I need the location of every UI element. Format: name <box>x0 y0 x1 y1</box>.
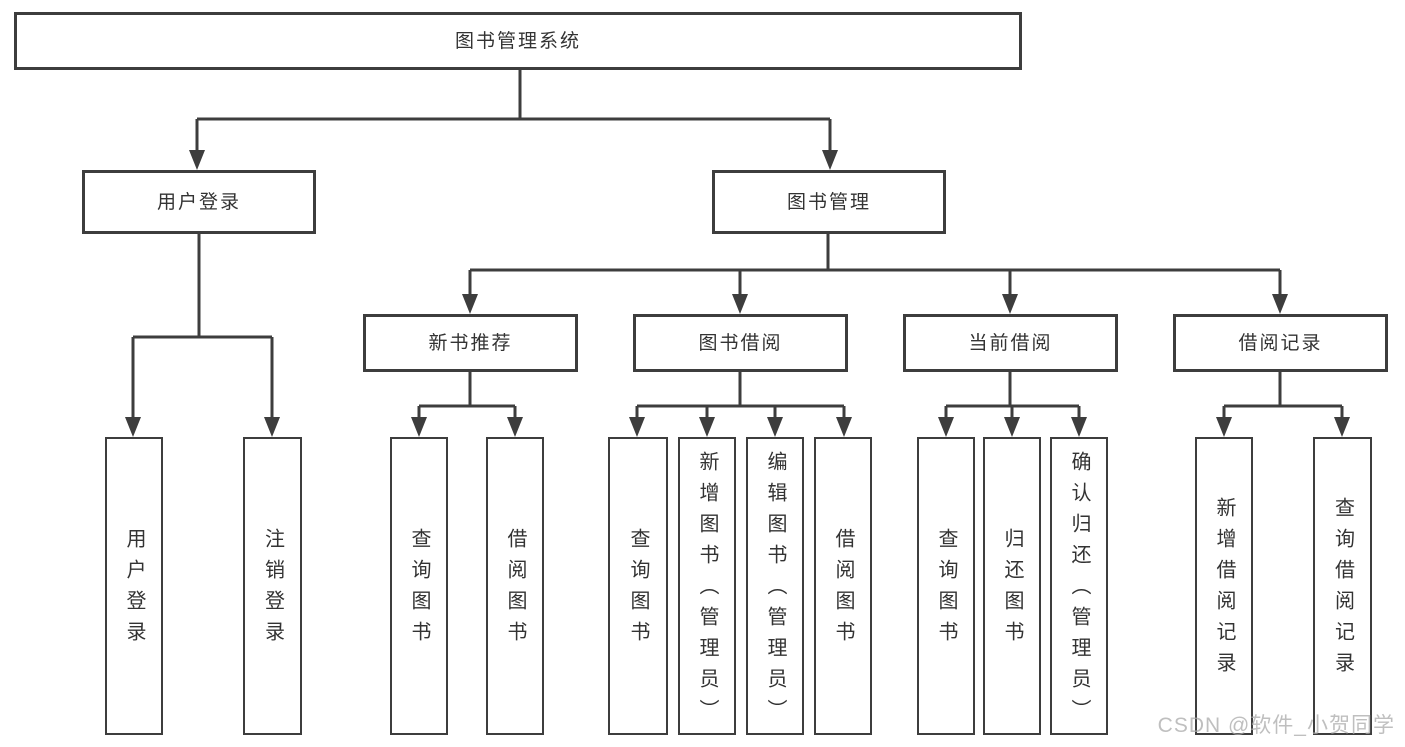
leaf-br-query-record: 查询借阅记录 <box>1313 437 1372 735</box>
leaf-bb-query-books: 查询图书 <box>608 437 668 735</box>
leaf-nbr-query-books: 查询图书 <box>390 437 448 735</box>
node-root: 图书管理系统 <box>14 12 1022 70</box>
leaf-cb-confirm-return-admin: 确认归还（管理员） <box>1050 437 1108 735</box>
leaf-cb-query-books: 查询图书 <box>917 437 975 735</box>
node-book-management: 图书管理 <box>712 170 946 234</box>
watermark: CSDN @软件_小贺同学 <box>1157 714 1395 737</box>
leaf-br-add-record: 新增借阅记录 <box>1195 437 1253 735</box>
leaf-bb-borrow-books: 借阅图书 <box>814 437 872 735</box>
leaf-cb-return-books: 归还图书 <box>983 437 1041 735</box>
node-current-borrow: 当前借阅 <box>903 314 1118 372</box>
node-user-login: 用户登录 <box>82 170 316 234</box>
leaf-bb-add-books-admin: 新增图书（管理员） <box>678 437 736 735</box>
leaf-nbr-borrow-books: 借阅图书 <box>486 437 544 735</box>
node-new-book-recommend: 新书推荐 <box>363 314 578 372</box>
leaf-logout: 注销登录 <box>243 437 302 735</box>
leaf-user-login: 用户登录 <box>105 437 163 735</box>
leaf-bb-edit-books-admin: 编辑图书（管理员） <box>746 437 804 735</box>
node-book-borrow: 图书借阅 <box>633 314 848 372</box>
node-borrow-records: 借阅记录 <box>1173 314 1388 372</box>
